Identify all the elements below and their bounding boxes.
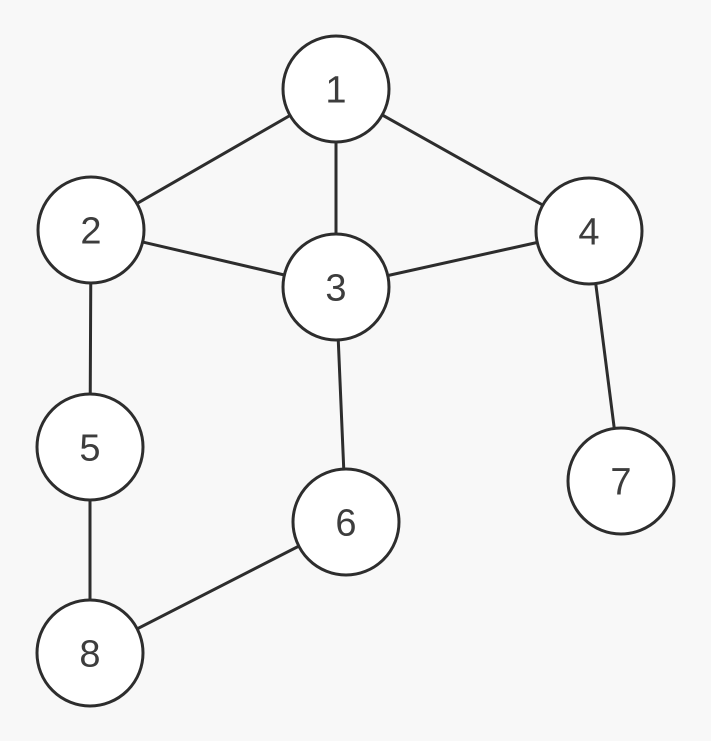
node-label: 3	[325, 267, 346, 309]
node-8[interactable]: 8	[35, 598, 145, 708]
node-circle[interactable]	[281, 34, 391, 144]
node-circle[interactable]	[291, 467, 401, 577]
node-6[interactable]: 6	[291, 467, 401, 577]
node-label: 6	[335, 502, 356, 544]
node-1[interactable]: 1	[281, 34, 391, 144]
node-circle[interactable]	[36, 175, 146, 285]
node-label: 4	[578, 211, 599, 253]
node-7[interactable]: 7	[566, 426, 676, 536]
node-circle[interactable]	[534, 176, 644, 286]
node-3[interactable]: 3	[281, 232, 391, 342]
node-2[interactable]: 2	[36, 175, 146, 285]
node-label: 2	[80, 210, 101, 252]
node-circle[interactable]	[35, 598, 145, 708]
node-label: 1	[325, 69, 346, 111]
node-5[interactable]: 5	[35, 392, 145, 502]
node-4[interactable]: 4	[534, 176, 644, 286]
nodes-layer: 1 2 3 4 5 6 7 8	[35, 34, 676, 708]
node-circle[interactable]	[566, 426, 676, 536]
node-label: 7	[610, 461, 631, 503]
node-label: 5	[79, 427, 100, 469]
node-circle[interactable]	[281, 232, 391, 342]
node-circle[interactable]	[35, 392, 145, 502]
node-label: 8	[79, 633, 100, 675]
